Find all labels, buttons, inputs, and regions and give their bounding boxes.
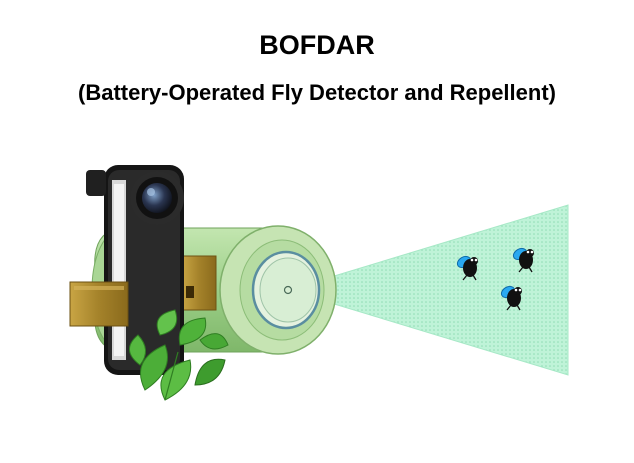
leaf-icon xyxy=(129,309,229,401)
fly-icon xyxy=(500,285,522,311)
fly-icon xyxy=(512,247,534,273)
fly-icon xyxy=(456,255,478,281)
lens-emitter xyxy=(219,225,337,355)
page-title: BOFDAR xyxy=(259,30,375,60)
page-subtitle: (Battery-Operated Fly Detector and Repel… xyxy=(78,80,556,105)
sensor-module xyxy=(69,281,129,327)
detection-beam xyxy=(286,204,569,376)
